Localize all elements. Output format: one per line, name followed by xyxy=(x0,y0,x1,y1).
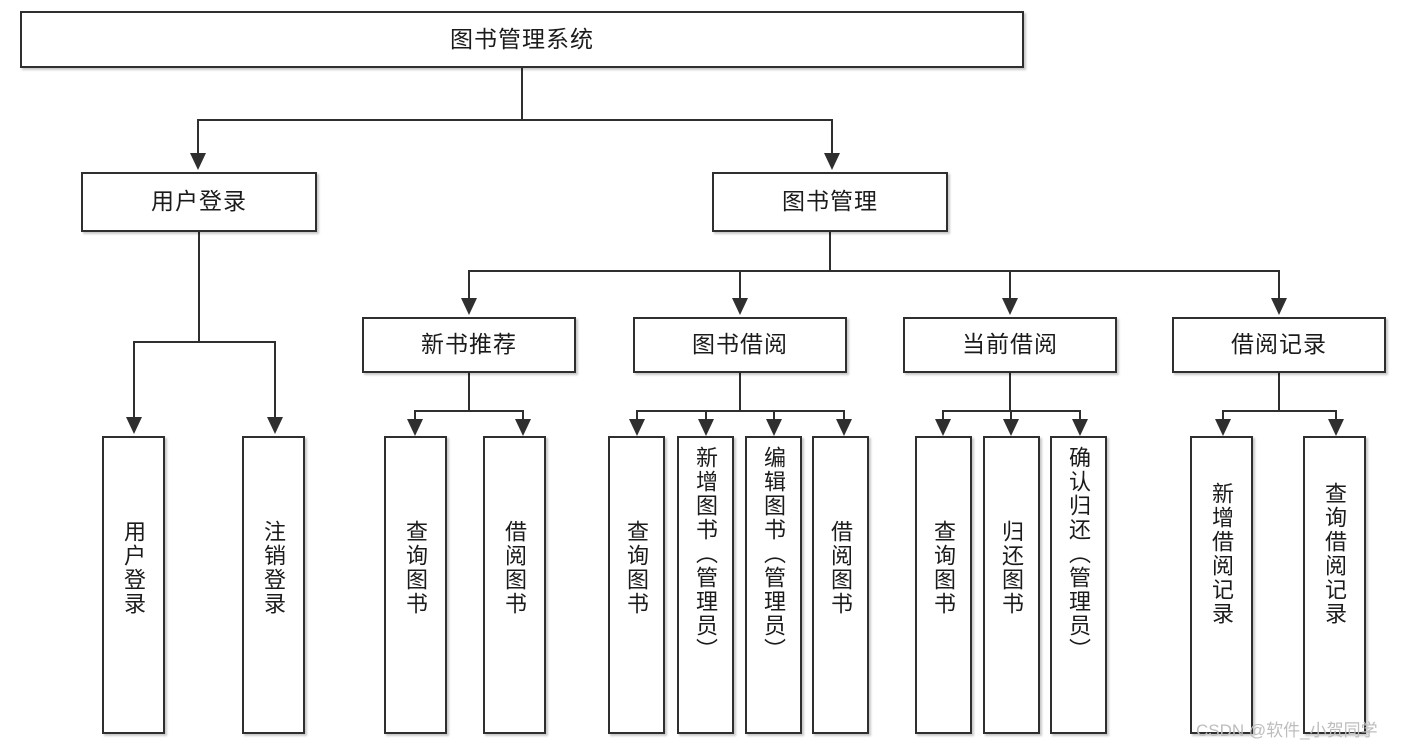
node-current-borrow[interactable]: 当前借阅 xyxy=(903,317,1117,373)
edge-current-borrow-to-leaf-3 xyxy=(1079,410,1081,422)
arrow-new-book-to-leaf-2 xyxy=(515,419,531,436)
edge-bm-to-current-borrow xyxy=(1009,270,1011,300)
arrow-borrow-record-to-leaf-1 xyxy=(1215,419,1231,436)
edge-root-bus xyxy=(197,119,833,121)
leaf-br-query-record[interactable]: 查询借阅记录 xyxy=(1303,436,1366,734)
edge-new-book-to-leaf-2 xyxy=(522,410,524,422)
leaf-bb-query-book-label: 查询图书 xyxy=(624,520,650,616)
node-book-management-label: 图书管理 xyxy=(782,188,878,215)
leaf-nb-borrow-book-label: 借阅图书 xyxy=(502,520,528,616)
edge-current-borrow-stem xyxy=(1009,373,1011,411)
arrow-borrow-record-to-leaf-2 xyxy=(1328,419,1344,436)
node-book-borrow[interactable]: 图书借阅 xyxy=(633,317,847,373)
edge-user-login-stem xyxy=(198,232,200,342)
leaf-bb-edit-book-admin-label: 编辑图书（管理员） xyxy=(761,446,787,662)
node-new-book-recommend[interactable]: 新书推荐 xyxy=(362,317,576,373)
leaf-cb-return-book[interactable]: 归还图书 xyxy=(983,436,1040,734)
edge-borrow-record-to-leaf-2 xyxy=(1335,410,1337,422)
arrow-book-borrow-to-leaf-1 xyxy=(629,419,645,436)
edge-current-borrow-to-leaf-2 xyxy=(1010,410,1012,422)
leaf-cb-confirm-return-admin-label: 确认归还（管理员） xyxy=(1066,446,1092,662)
node-user-login[interactable]: 用户登录 xyxy=(81,172,317,232)
edge-user-login-bus xyxy=(133,341,276,343)
edge-book-borrow-to-leaf-4 xyxy=(843,410,845,422)
leaf-cb-confirm-return-admin[interactable]: 确认归还（管理员） xyxy=(1050,436,1107,734)
node-borrow-record[interactable]: 借阅记录 xyxy=(1172,317,1386,373)
edge-book-borrow-to-leaf-1 xyxy=(636,410,638,422)
edge-book-borrow-to-leaf-2 xyxy=(705,410,707,422)
leaf-br-add-record[interactable]: 新增借阅记录 xyxy=(1190,436,1253,734)
csdn-watermark: CSDN @软件_小贺同学 xyxy=(1196,721,1378,740)
arrow-root-to-book-management xyxy=(824,153,840,170)
arrow-current-borrow-to-leaf-1 xyxy=(935,419,951,436)
leaf-cb-query-book[interactable]: 查询图书 xyxy=(915,436,972,734)
arrow-current-borrow-to-leaf-3 xyxy=(1072,419,1088,436)
edge-new-book-bus xyxy=(414,410,524,412)
node-borrow-record-label: 借阅记录 xyxy=(1231,331,1327,358)
arrow-book-borrow-to-leaf-2 xyxy=(698,419,714,436)
edge-root-stem xyxy=(521,68,523,120)
arrow-new-book-to-leaf-1 xyxy=(407,419,423,436)
edge-book-borrow-to-leaf-3 xyxy=(773,410,775,422)
leaf-bb-edit-book-admin[interactable]: 编辑图书（管理员） xyxy=(745,436,802,734)
leaf-nb-query-book[interactable]: 查询图书 xyxy=(384,436,447,734)
leaf-nb-query-book-label: 查询图书 xyxy=(403,520,429,616)
edge-borrow-record-to-leaf-1 xyxy=(1222,410,1224,422)
leaf-nb-borrow-book[interactable]: 借阅图书 xyxy=(483,436,546,734)
arrow-bm-to-new-book xyxy=(461,298,477,315)
leaf-bb-borrow-book[interactable]: 借阅图书 xyxy=(812,436,869,734)
edge-book-borrow-bus xyxy=(636,410,845,412)
edge-current-borrow-to-leaf-1 xyxy=(942,410,944,422)
node-new-book-recommend-label: 新书推荐 xyxy=(421,331,517,358)
node-book-borrow-label: 图书借阅 xyxy=(692,331,788,358)
edge-bm-to-borrow-record xyxy=(1278,270,1280,300)
edge-borrow-record-stem xyxy=(1278,373,1280,411)
arrow-bm-to-borrow-record xyxy=(1271,298,1287,315)
leaf-bb-borrow-book-label: 借阅图书 xyxy=(828,520,854,616)
edge-book-management-stem xyxy=(829,232,831,271)
edge-user-login-to-leaf-2 xyxy=(274,341,276,419)
arrow-book-borrow-to-leaf-3 xyxy=(766,419,782,436)
edge-user-login-to-leaf-1 xyxy=(133,341,135,419)
leaf-bb-add-book-admin-label: 新增图书（管理员） xyxy=(693,446,719,662)
node-book-management[interactable]: 图书管理 xyxy=(712,172,948,232)
edge-bm-to-book-borrow xyxy=(739,270,741,300)
edge-book-borrow-stem xyxy=(739,373,741,411)
arrow-bm-to-book-borrow xyxy=(732,298,748,315)
edge-root-to-book-management xyxy=(831,119,833,155)
leaf-cb-return-book-label: 归还图书 xyxy=(999,520,1025,616)
edge-root-to-user-login xyxy=(197,119,199,155)
leaf-logout[interactable]: 注销登录 xyxy=(242,436,305,734)
leaf-br-query-record-label: 查询借阅记录 xyxy=(1322,482,1348,626)
edge-bm-to-new-book xyxy=(468,270,470,300)
arrow-root-to-user-login xyxy=(190,153,206,170)
arrow-current-borrow-to-leaf-2 xyxy=(1003,419,1019,436)
node-root-book-management-system[interactable]: 图书管理系统 xyxy=(20,11,1024,68)
edge-book-management-bus xyxy=(468,270,1280,272)
leaf-bb-add-book-admin[interactable]: 新增图书（管理员） xyxy=(677,436,734,734)
leaf-logout-label: 注销登录 xyxy=(261,520,287,616)
leaf-cb-query-book-label: 查询图书 xyxy=(931,520,957,616)
arrow-user-login-to-leaf-2 xyxy=(267,417,283,434)
leaf-bb-query-book[interactable]: 查询图书 xyxy=(608,436,665,734)
leaf-br-add-record-label: 新增借阅记录 xyxy=(1209,482,1235,626)
node-root-label: 图书管理系统 xyxy=(450,25,594,52)
arrow-book-borrow-to-leaf-4 xyxy=(836,419,852,436)
edge-new-book-to-leaf-1 xyxy=(414,410,416,422)
leaf-user-login-label: 用户登录 xyxy=(121,520,147,616)
arrow-bm-to-current-borrow xyxy=(1002,298,1018,315)
edge-new-book-stem xyxy=(468,373,470,411)
node-user-login-label: 用户登录 xyxy=(151,188,247,215)
arrow-user-login-to-leaf-1 xyxy=(126,417,142,434)
edge-borrow-record-bus xyxy=(1222,410,1337,412)
leaf-user-login[interactable]: 用户登录 xyxy=(102,436,165,734)
node-current-borrow-label: 当前借阅 xyxy=(962,331,1058,358)
